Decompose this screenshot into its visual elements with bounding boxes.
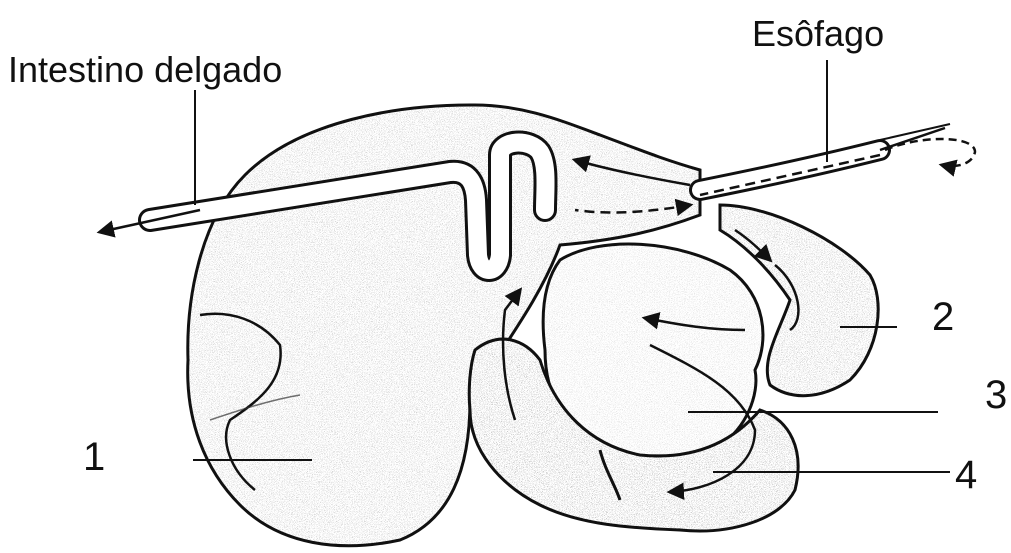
label-2: 2 [932, 295, 954, 339]
esophagus-extension [880, 128, 945, 150]
label-4: 4 [955, 453, 977, 497]
label-esophagus: Esôfago [752, 13, 884, 54]
label-1: 1 [83, 435, 105, 479]
esophagus-inner [700, 150, 880, 190]
label-small-intestine: Intestino delgado [8, 49, 282, 90]
esophagus-tube [700, 124, 950, 190]
label-3: 3 [985, 373, 1007, 417]
